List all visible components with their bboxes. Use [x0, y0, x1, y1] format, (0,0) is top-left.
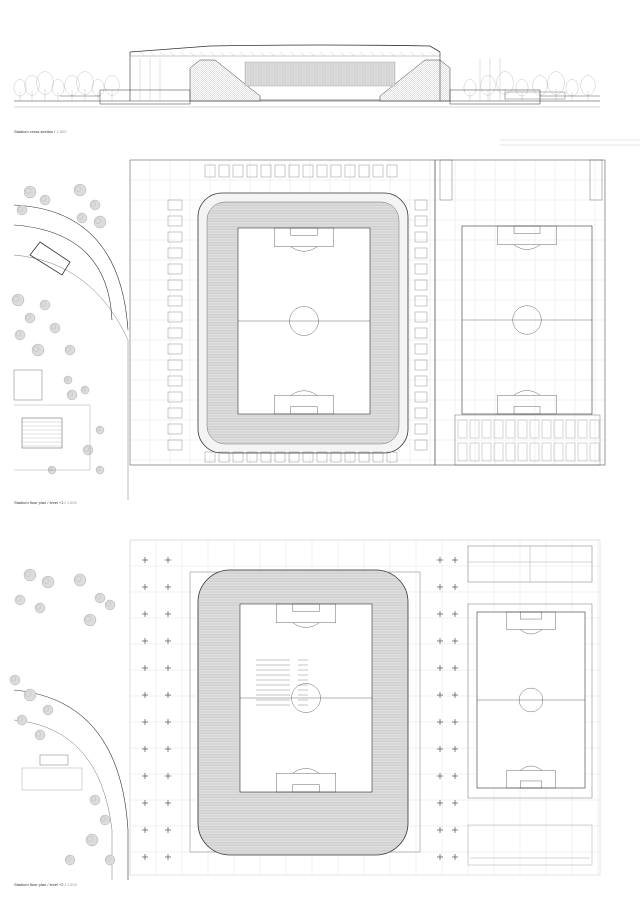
column-markers — [142, 557, 458, 860]
roof-line — [129, 44, 441, 53]
roof-trusses — [139, 51, 436, 57]
far-stand-elevation — [244, 61, 396, 87]
section-caption-scale: 1:500 — [56, 129, 67, 134]
site-pavilion — [29, 241, 71, 276]
floor-plan-level-1 — [11, 139, 640, 500]
plan1-caption-title: Stadium floor plan / level +1 / — [14, 500, 66, 505]
west-stand-section — [189, 59, 261, 102]
plan1-trees — [11, 183, 107, 475]
plan1-caption-scale: 1:500 — [66, 500, 77, 505]
plan2-trees — [9, 568, 116, 866]
section-trees-right — [463, 71, 596, 101]
main-pitch-markings — [238, 227, 370, 415]
section-trees-left — [13, 71, 120, 101]
upper-view-pitch-markings — [240, 603, 372, 793]
plan2-caption: Stadium floor plan / level +2 / 1:500 — [14, 882, 77, 887]
capacity-table — [256, 659, 308, 706]
stadium-cross-section — [13, 44, 600, 108]
plan2-caption-scale: 1:500 — [66, 882, 77, 887]
section-caption-title: Stadium cross section / — [14, 129, 56, 134]
east-podium — [449, 89, 541, 105]
swimming-pool — [21, 417, 63, 449]
floor-plan-level-2 — [9, 539, 601, 880]
plan2-caption-title: Stadium floor plan / level +2 / — [14, 882, 66, 887]
service-rooms — [167, 164, 428, 463]
plan1-caption: Stadium floor plan / level +1 / 1:500 — [14, 500, 77, 505]
west-podium — [99, 89, 191, 105]
section-caption: Stadium cross section / 1:500 — [14, 129, 67, 134]
